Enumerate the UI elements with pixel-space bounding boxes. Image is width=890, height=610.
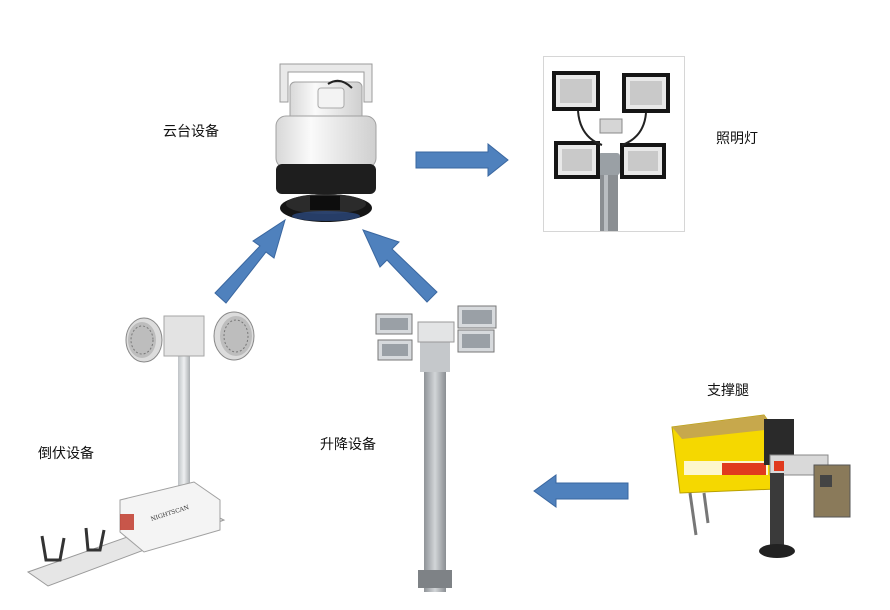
label-leg: 支撑腿 xyxy=(707,383,749,399)
left-arrow-icon xyxy=(533,474,629,508)
ptz-device-image xyxy=(275,63,377,222)
label-lift: 升降设备 xyxy=(320,437,376,453)
label-tilt: 倒伏设备 xyxy=(38,446,94,462)
label-ptz: 云台设备 xyxy=(163,124,219,140)
lift-device-image xyxy=(375,305,497,592)
tilt-device-image xyxy=(26,311,255,587)
support-leg-image xyxy=(671,414,851,558)
right-arrow-icon xyxy=(415,143,509,177)
up-left-arrow-icon xyxy=(362,229,438,303)
up-right-arrow-icon xyxy=(214,218,286,304)
label-lights: 照明灯 xyxy=(716,131,758,147)
lights-photo-frame xyxy=(543,56,685,232)
flood-lights-image xyxy=(552,71,670,231)
